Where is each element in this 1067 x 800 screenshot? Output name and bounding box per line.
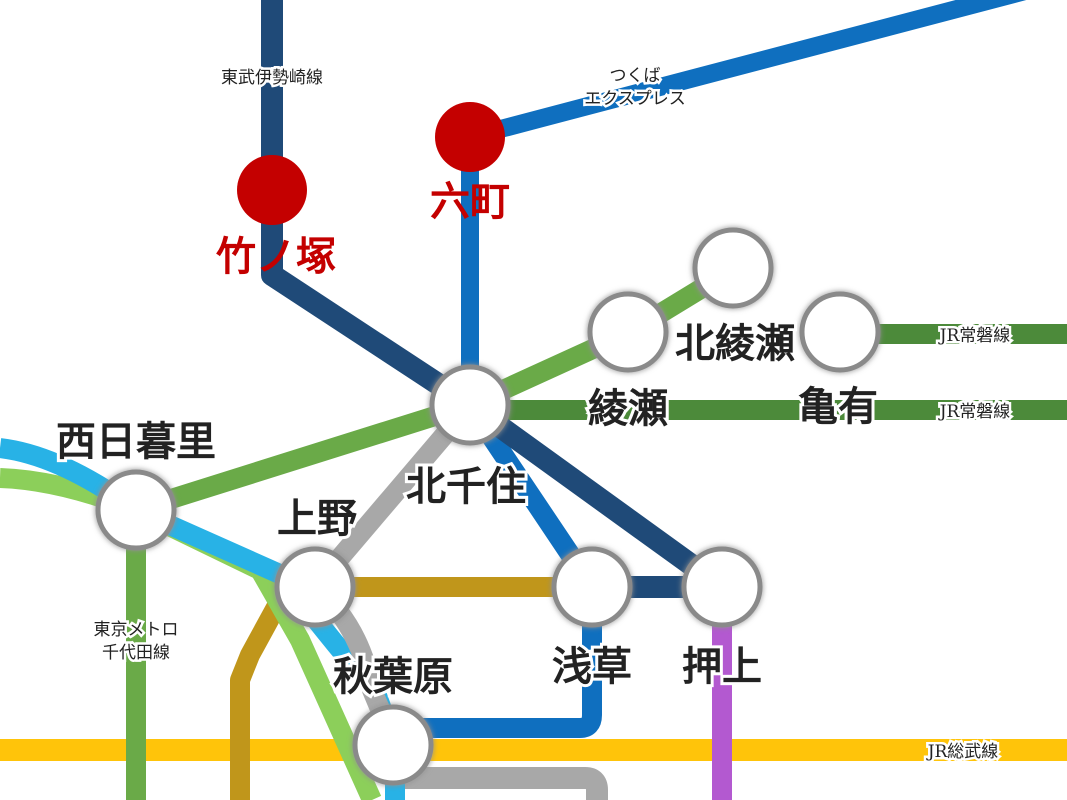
stations [95, 102, 881, 786]
station-label-rokucho: 六町 [430, 178, 510, 225]
station-marker-oshiage[interactable] [681, 546, 763, 628]
line-label-tobu-isesaki: 東武伊勢崎線 [221, 68, 323, 88]
line-label-joban-upper: JR常磐線 [938, 326, 1011, 346]
station-labels: 竹ノ塚 六町 北綾瀬 綾瀬 亀有 北千住 西日暮里 上野 浅草 押上 秋葉原 [53, 178, 881, 703]
station-marker-kameari[interactable] [799, 291, 881, 373]
station-label-akihabara: 秋葉原 [333, 653, 453, 700]
station-label-kitaayase: 北綾瀬 [675, 320, 795, 367]
asakusa-line [395, 399, 602, 738]
station-marker-akihabara[interactable] [352, 704, 434, 786]
station-marker-takenotsuka[interactable] [237, 155, 307, 225]
station-label-ueno: 上野 [277, 495, 357, 542]
station-label-asakusa: 浅草 [552, 643, 632, 690]
line-label-joban-lower: JR常磐線 [938, 402, 1011, 422]
line-label-sobu: JR総武線 [926, 742, 999, 762]
line-label-metro-2: 千代田線 [102, 643, 170, 663]
station-marker-ayase[interactable] [587, 291, 669, 373]
line-label-tsukuba-1: つくば [610, 66, 661, 86]
station-marker-kitaayase-upper[interactable] [692, 227, 774, 309]
station-label-ayase: 綾瀬 [588, 385, 668, 432]
line-labels: 東武伊勢崎線 つくば エクスプレス JR常磐線 JR常磐線 東京メトロ 千代田線… [91, 64, 1013, 765]
station-marker-rokucho[interactable] [435, 102, 505, 172]
chiyoda-branch-line [133, 259, 741, 520]
station-label-nishinippori: 西日暮里 [56, 418, 216, 465]
station-marker-asakusa[interactable] [551, 546, 633, 628]
station-marker-ueno[interactable] [274, 546, 356, 628]
station-label-takenotsuka: 竹ノ塚 [216, 233, 336, 280]
line-label-tsukuba-2: エクスプレス [584, 89, 686, 109]
station-marker-nishinippori[interactable] [95, 469, 177, 551]
station-marker-kitasenju[interactable] [429, 364, 511, 446]
line-label-metro-1: 東京メトロ [94, 620, 179, 640]
station-label-oshiage: 押上 [682, 643, 762, 690]
ginza-line [230, 577, 592, 800]
station-label-kitasenju: 北千住 [406, 463, 526, 510]
station-label-kameari: 亀有 [798, 383, 878, 430]
yamanote-line-lower [395, 767, 608, 800]
